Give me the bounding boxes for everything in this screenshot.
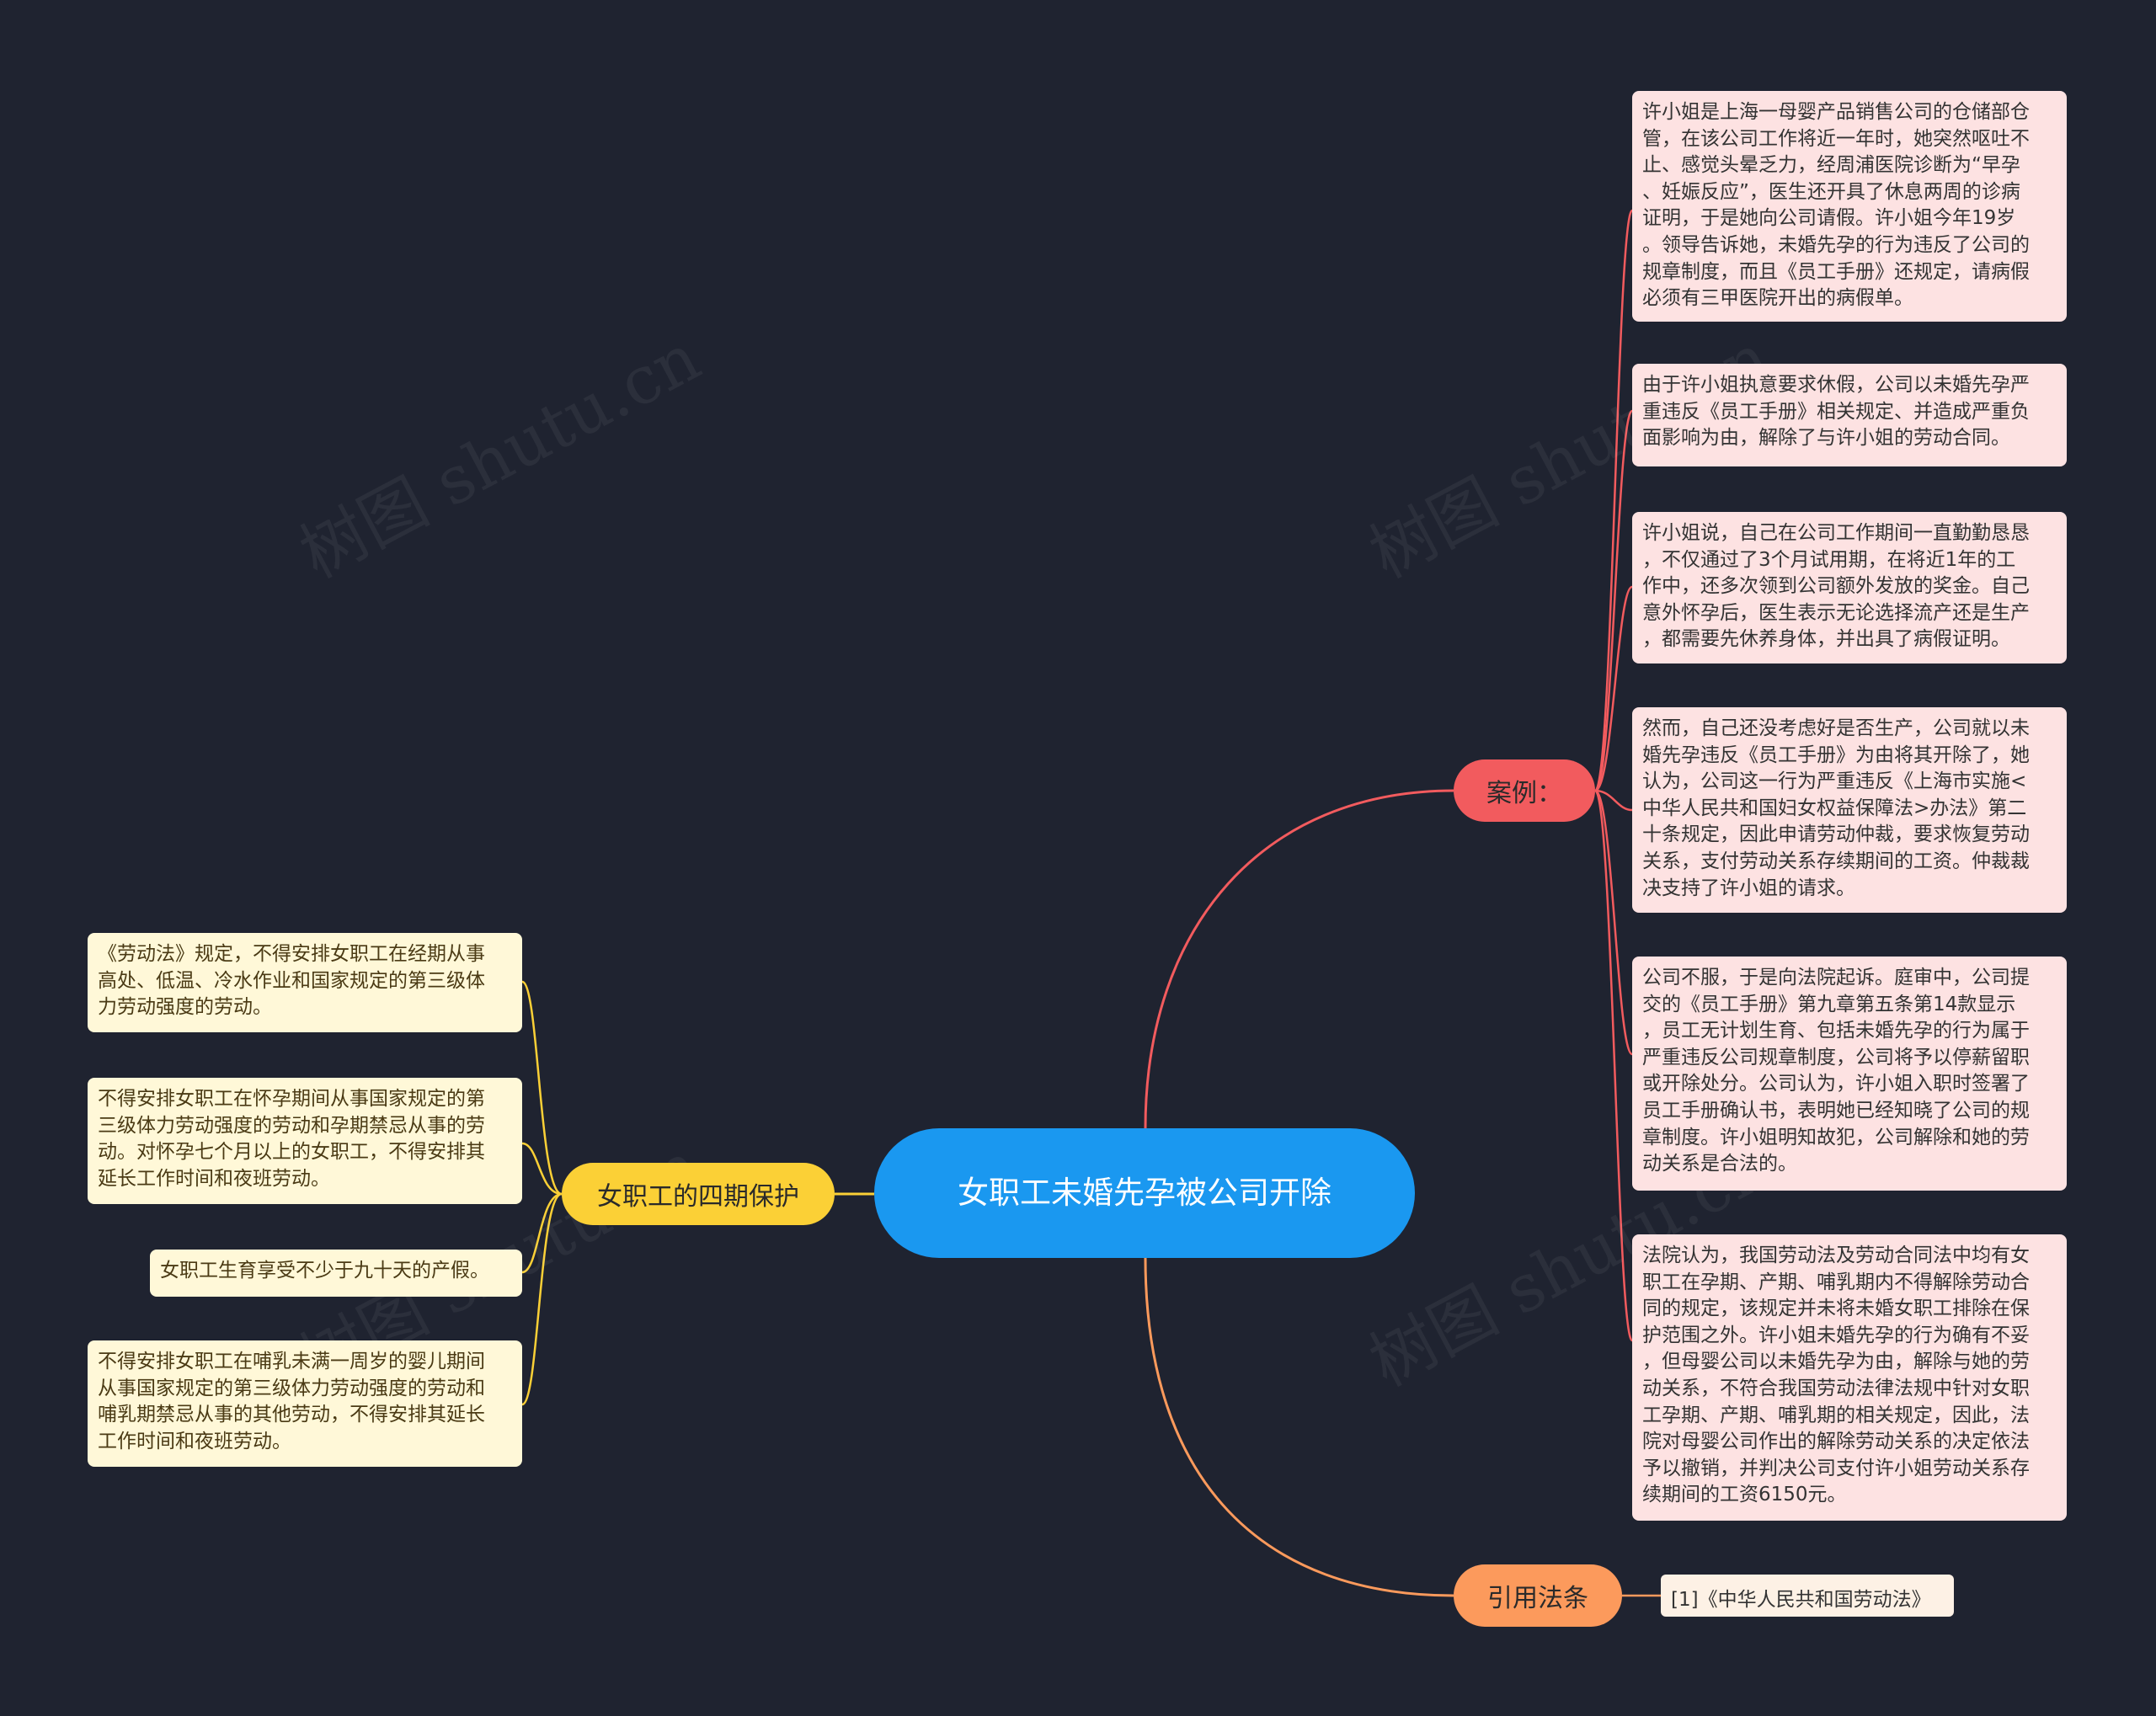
- protection-item-3[interactable]: 女职工生育享受不少于九十天的产假。: [150, 1250, 522, 1297]
- law-item-1[interactable]: [1]《中华人民共和国劳动法》: [1661, 1575, 1954, 1617]
- connector-protection-item-2: [521, 1142, 563, 1196]
- connector-case-item-5: [1593, 789, 1634, 1056]
- branch-case[interactable]: 案例：: [1454, 759, 1595, 822]
- connector-protection-item-4: [521, 1192, 563, 1406]
- case-item-3[interactable]: 许小姐说，自己在公司工作期间一直勤勤恳恳 ，不仅通过了3个月试用期，在将近1年的…: [1632, 512, 2067, 663]
- connector-protection-item-3: [521, 1192, 563, 1274]
- protection-item-2[interactable]: 不得安排女职工在怀孕期间从事国家规定的第 三级体力劳动强度的劳动和孕期禁忌从事的…: [88, 1078, 522, 1204]
- connector-case-item-6: [1593, 789, 1634, 1342]
- branch-protection-label: 女职工的四期保护: [597, 1182, 799, 1212]
- protection-item-1[interactable]: 《劳动法》规定，不得安排女职工在经期从事 高处、低温、冷水作业和国家规定的第三级…: [88, 933, 522, 1032]
- connector-case-item-2: [1593, 409, 1634, 792]
- case-item-1[interactable]: 许小姐是上海一母婴产品销售公司的仓储部仓 管，在该公司工作将近一年时，她突然呕吐…: [1632, 91, 2067, 322]
- root-topic-title: 女职工未婚先孕被公司开除: [958, 1175, 1331, 1211]
- connector-root-case: [1144, 789, 1454, 1129]
- connector-case-item-4: [1594, 789, 1633, 812]
- case-item-4[interactable]: 然而，自己还没考虑好是否生产，公司就以未 婚先孕违反《员工手册》为由将其开除了，…: [1632, 707, 2067, 913]
- connector-root-law: [1144, 1257, 1454, 1597]
- connector-protection-item-1: [521, 980, 563, 1196]
- connector-case-item-1: [1593, 209, 1634, 792]
- case-item-2[interactable]: 由于许小姐执意要求休假，公司以未婚先孕严 重违反《员工手册》相关规定、并造成严重…: [1632, 364, 2067, 466]
- branch-law[interactable]: 引用法条: [1454, 1564, 1622, 1627]
- branch-law-label: 引用法条: [1487, 1584, 1588, 1613]
- root-topic[interactable]: 女职工未婚先孕被公司开除: [874, 1128, 1415, 1258]
- branch-case-label: 案例：: [1486, 779, 1562, 808]
- case-item-6[interactable]: 法院认为，我国劳动法及劳动合同法中均有女 职工在孕期、产期、哺乳期内不得解除劳动…: [1632, 1234, 2067, 1521]
- case-item-5[interactable]: 公司不服，于是向法院起诉。庭审中，公司提 交的《员工手册》第九章第五条第14款显…: [1632, 957, 2067, 1191]
- protection-item-4[interactable]: 不得安排女职工在哺乳未满一周岁的婴儿期间 从事国家规定的第三级体力劳动强度的劳动…: [88, 1340, 522, 1467]
- connector-case-item-3: [1594, 585, 1634, 792]
- branch-protection[interactable]: 女职工的四期保护: [562, 1163, 835, 1225]
